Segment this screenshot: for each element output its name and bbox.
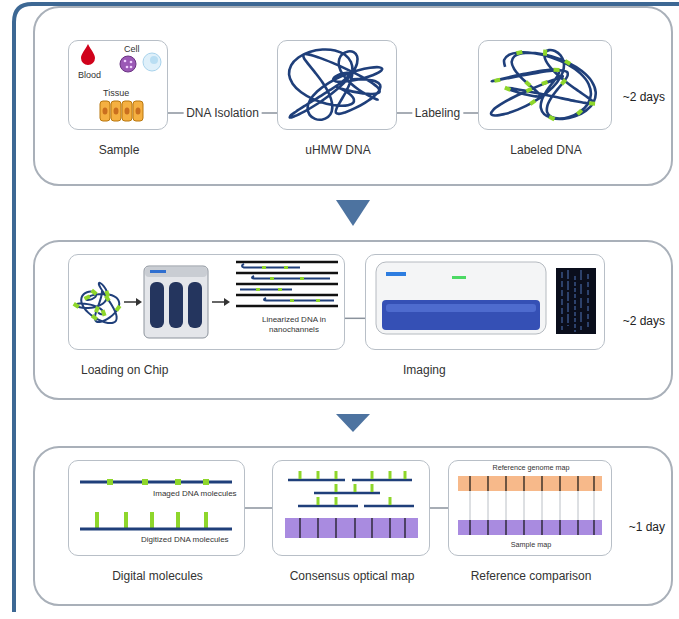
fluorescent-label xyxy=(549,117,554,120)
fluorescent-label xyxy=(542,82,548,84)
stage-panel: ~2 daysLoading on ChipLinearized DNA in … xyxy=(33,240,673,400)
labeled-dna-tangle xyxy=(74,283,120,323)
box-caption: Consensus optical map xyxy=(233,569,471,583)
fluorescent-label xyxy=(543,50,547,56)
fluorescent-label xyxy=(577,110,581,114)
fluorescent-label xyxy=(96,307,98,313)
frame-border xyxy=(14,4,679,612)
sample-box: SampleBloodCellTissue xyxy=(68,40,168,130)
fluorescent-label xyxy=(530,101,535,104)
figure-label: Imaged DNA molecules xyxy=(153,489,237,499)
stage-panel: ~2 daysSampleBloodCellTissueuHMW DNALabe… xyxy=(33,6,673,186)
fluorescent-label xyxy=(103,310,105,316)
box-caption: Sample xyxy=(29,143,209,157)
process-box: Reference comparisonReference genome map… xyxy=(448,460,612,556)
fluorescent-label xyxy=(116,306,119,311)
stage-panel: ~1 day Digital moleculesImaged DNA molecu… xyxy=(33,446,673,606)
duration-label: ~2 days xyxy=(623,314,665,328)
fluorescent-label xyxy=(494,80,500,81)
imaging-instrument xyxy=(376,262,546,334)
figure-label: Cell xyxy=(124,44,140,55)
process-box: Consensus optical map xyxy=(272,460,430,556)
fluorescent-label xyxy=(526,82,530,86)
process-box: Labeled DNA xyxy=(478,40,612,130)
dna-strand xyxy=(289,49,382,119)
reference-comparison-maps xyxy=(458,476,602,535)
digital-molecules xyxy=(80,479,232,529)
figure-label: Sample map xyxy=(449,541,613,550)
process-box: Digital moleculesImaged DNA moleculesDig… xyxy=(68,460,245,556)
figure-label: Tissue xyxy=(103,88,129,99)
connector-line xyxy=(430,507,448,509)
connector-line xyxy=(345,318,365,320)
consensus-map xyxy=(285,471,418,538)
box-caption: uHMW DNA xyxy=(238,143,438,157)
duration-label: ~2 days xyxy=(623,90,665,104)
fluorescent-label xyxy=(565,61,570,64)
figure-label: Blood xyxy=(78,70,101,81)
flow-arrow xyxy=(336,414,370,432)
fluorescent-label xyxy=(106,296,109,301)
fluorescent-label xyxy=(74,304,79,307)
process-box: uHMW DNA xyxy=(277,40,397,130)
flow-arrow xyxy=(336,200,370,226)
fluorescent-label xyxy=(589,101,595,105)
dna-strand xyxy=(76,283,119,323)
fluorescence-image xyxy=(556,268,596,334)
nanochannels xyxy=(236,262,338,306)
fluorescent-label xyxy=(84,296,89,299)
fluorescent-label xyxy=(562,80,566,85)
labeled-dna-tangle xyxy=(491,50,596,120)
dna-strand xyxy=(491,50,596,119)
dna-tangle xyxy=(289,49,382,119)
box-caption: Loading on Chip xyxy=(81,363,168,377)
figure-label: Linearized DNA in nanochannels xyxy=(247,315,341,334)
box-caption: Imaging xyxy=(403,363,446,377)
box-caption: Digital molecules xyxy=(29,569,286,583)
figure-label: Reference genome map xyxy=(449,464,613,473)
fluorescent-label xyxy=(92,290,97,294)
box-caption: Reference comparison xyxy=(409,569,653,583)
box-caption: Labeled DNA xyxy=(439,143,653,157)
connector-line xyxy=(245,507,272,509)
connector-label: Labeling xyxy=(412,106,463,120)
fluorescent-label xyxy=(516,52,522,53)
connector-label: DNA Isolation xyxy=(183,106,262,120)
blood-drop xyxy=(81,44,95,65)
process-box: Imaging xyxy=(365,254,605,350)
fluorescent-label xyxy=(526,89,531,92)
cell-icon xyxy=(120,53,161,72)
fluorescent-label xyxy=(92,316,97,320)
chip-cartridge xyxy=(144,266,208,338)
process-box: Loading on ChipLinearized DNA in nanocha… xyxy=(68,254,345,350)
figure-label: Digitized DNA molecules xyxy=(141,535,229,545)
tissue-icon xyxy=(100,101,143,121)
fluorescent-label xyxy=(554,68,560,72)
fluorescent-label xyxy=(505,88,511,90)
duration-label: ~1 day xyxy=(629,520,665,534)
